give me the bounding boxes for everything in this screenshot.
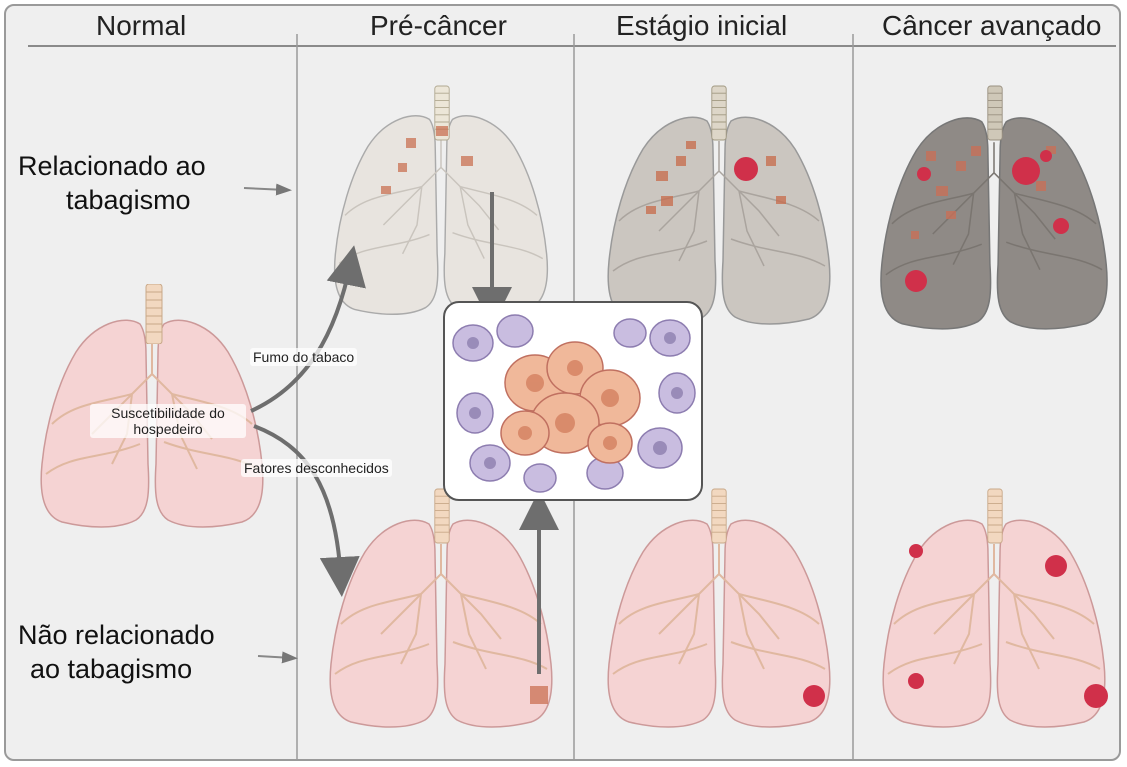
smoking-early-stage-lungs [608,86,830,324]
cell-closeup-inset [443,301,703,501]
non-smoking-pre-cancer-lungs [330,489,552,727]
non-smoking-early-stage-lungs [608,489,830,727]
non-smoking-advanced-lungs [883,489,1108,727]
smoking-pre-cancer-lungs [335,86,548,314]
row-label-smoking-line1: Relacionado ao [18,149,206,183]
smoking-advanced-lungs [881,86,1107,329]
row-label-non-smoking-line1: Não relacionado [18,618,215,652]
row-arrow-non-smoking [258,656,292,658]
row-label-smoking-line2: tabagismo [18,183,206,217]
annotation-host-susceptibility: Suscetibilidade do hospedeiro [90,404,246,438]
diagram-frame: Normal Pré-câncer Estágio inicial Câncer… [4,4,1121,761]
row-label-non-smoking: Não relacionado ao tabagismo [18,618,215,686]
row-label-non-smoking-line2: ao tabagismo [18,652,215,686]
row-arrow-smoking [244,188,286,190]
annotation-host-line1: Suscetibilidade do [93,405,243,421]
cell-cluster-illustration [445,303,701,499]
annotation-unknown-factors: Fatores desconhecidos [241,459,392,477]
annotation-host-line2: hospedeiro [93,421,243,437]
row-label-smoking: Relacionado ao tabagismo [18,149,206,217]
annotation-tobacco-smoke: Fumo do tabaco [250,348,357,366]
